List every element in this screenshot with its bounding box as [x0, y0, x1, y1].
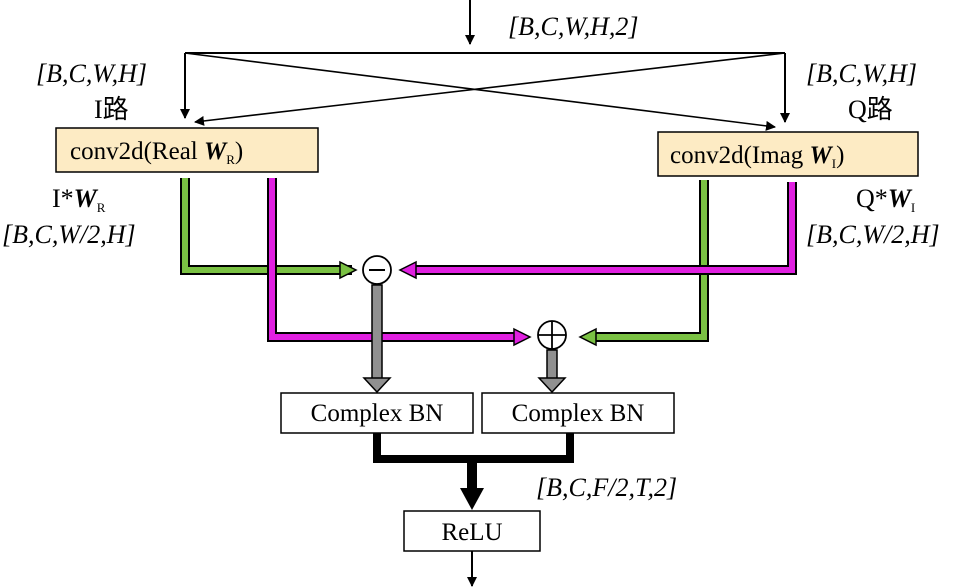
magenta-arrowhead-left	[513, 327, 532, 347]
conv-imag-label: conv2d(Imag WI)	[670, 142, 844, 171]
cross-line-left	[194, 52, 786, 126]
input-shape-label: [B,C,W,H,2]	[508, 12, 639, 41]
gray-arrow-left	[371, 284, 383, 381]
merge-shape-label: [B,C,F/2,T,2]	[536, 473, 677, 502]
relu-label: ReLU	[441, 519, 502, 546]
bn-right-label: Complex BN	[512, 400, 645, 427]
right-output-shape: [B,C,W/2,H]	[806, 220, 940, 249]
green-arrowhead-right	[578, 327, 597, 347]
conv-real-box	[55, 127, 319, 173]
gray-arrow-right	[546, 349, 558, 381]
merge-arrowhead	[460, 488, 484, 510]
left-output-shape: [B,C,W/2,H]	[2, 220, 136, 249]
green-arrowhead-left	[339, 260, 358, 280]
bn-left-box	[280, 392, 474, 434]
magenta-path-right	[412, 182, 797, 275]
bn-left-label: Complex BN	[311, 400, 444, 427]
right-shape-label: [B,C,W,H]	[806, 59, 917, 88]
magenta-arrowhead-right	[398, 260, 417, 280]
relu-box	[403, 510, 541, 552]
left-shape-label: [B,C,W,H]	[36, 59, 147, 88]
bn-right-box	[481, 392, 675, 434]
conv-imag-box	[657, 131, 919, 177]
magenta-path-left	[267, 178, 518, 342]
left-path-label: I路	[94, 95, 129, 124]
green-path-right	[592, 180, 709, 342]
right-output-label: Q*WI	[856, 184, 915, 215]
right-path-label: Q路	[848, 95, 893, 124]
cross-line-right	[184, 52, 776, 131]
left-output-label: I*WR	[52, 184, 106, 215]
conv-real-label: conv2d(Real WR)	[70, 138, 243, 167]
